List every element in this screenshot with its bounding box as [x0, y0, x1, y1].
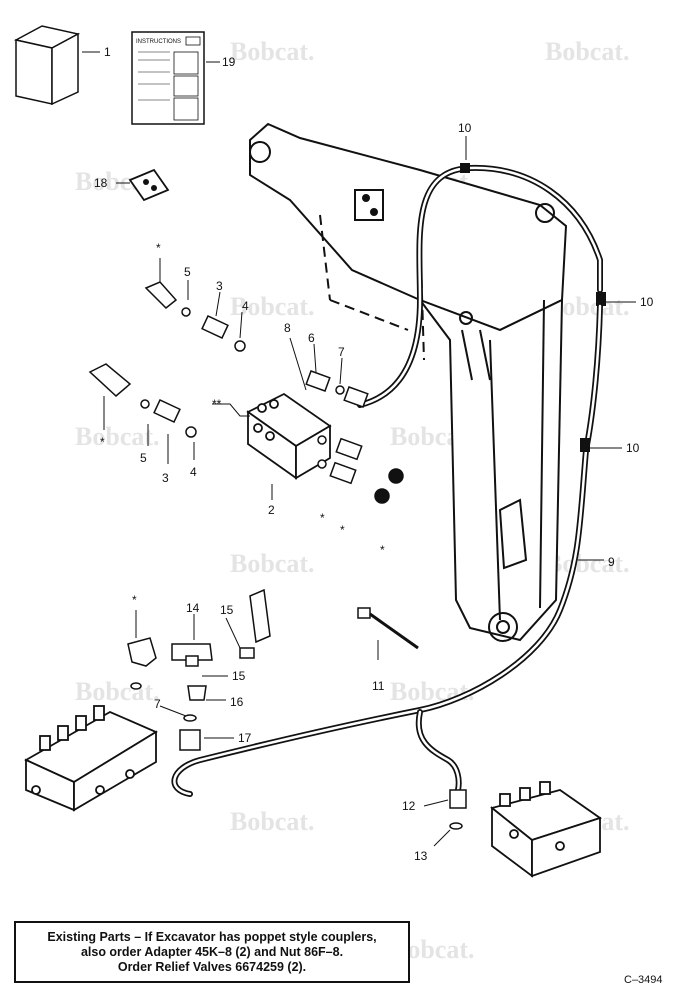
svg-text:Bobcat.: Bobcat.	[230, 37, 315, 66]
star-marker: *	[340, 523, 345, 537]
callout-9: 9	[608, 555, 615, 569]
watermark-logo: Bobcat.	[230, 807, 315, 836]
fittings-valve-12	[449, 789, 467, 830]
callout-7a: 7	[338, 345, 345, 359]
svg-text:Bobcat.: Bobcat.	[390, 677, 475, 706]
fittings-lower	[127, 588, 271, 751]
svg-text:Bobcat.: Bobcat.	[75, 422, 160, 451]
note-line-1: Existing Parts – If Excavator has poppet…	[47, 929, 377, 944]
callout-10c: 10	[626, 441, 640, 455]
part-cable-tie	[357, 607, 419, 650]
svg-text:Bobcat.: Bobcat.	[230, 807, 315, 836]
callout-14: 14	[186, 601, 200, 615]
part-box	[13, 25, 81, 106]
watermark-logo: Bobcat.	[230, 549, 315, 578]
part-clip	[128, 168, 170, 202]
callout-18: 18	[94, 176, 108, 190]
star-marker: *	[100, 435, 105, 449]
watermark-logo: Bobcat.	[545, 549, 630, 578]
watermark-logo: Bobcat.	[230, 37, 315, 66]
callout-3b: 3	[162, 471, 169, 485]
svg-text:Bobcat.: Bobcat.	[545, 549, 630, 578]
callout-13: 13	[414, 849, 428, 863]
callout-17: 17	[238, 731, 252, 745]
excavator-arm	[249, 122, 568, 642]
watermark-logo: Bobcat.	[75, 422, 160, 451]
callout-7b: 7	[154, 697, 161, 711]
note-line-2: also order Adapter 45K–8 (2) and Nut 86F…	[80, 944, 344, 959]
callout-double-star: **	[212, 397, 222, 411]
svg-text:Bobcat.: Bobcat.	[545, 37, 630, 66]
hose-branch	[415, 709, 462, 793]
note-box: Existing Parts – If Excavator has poppet…	[14, 921, 410, 983]
callout-15a: 15	[220, 603, 234, 617]
svg-text:Bobcat.: Bobcat.	[75, 677, 160, 706]
callout-8: 8	[284, 321, 291, 335]
svg-text:INSTRUCTIONS: INSTRUCTIONS	[136, 39, 181, 45]
callout-12: 12	[402, 799, 416, 813]
watermark-logo: Bobcat.	[390, 677, 475, 706]
fittings-upper	[88, 281, 369, 438]
svg-text:Bobcat.: Bobcat.	[230, 292, 315, 321]
watermark-logo: Bobcat.	[545, 37, 630, 66]
callout-3a: 3	[216, 279, 223, 293]
star-marker: *	[380, 543, 385, 557]
callout-4a: 4	[242, 299, 249, 313]
note-line-3: Order Relief Valves 6674259 (2).	[117, 959, 307, 974]
callout-1: 1	[104, 45, 111, 59]
watermark-logo: Bobcat.	[75, 677, 160, 706]
part-instructions-sheet: INSTRUCTIONS	[131, 31, 205, 125]
watermark-logo: Bobcat.	[230, 292, 315, 321]
callout-11: 11	[372, 679, 385, 693]
callout-10a: 10	[458, 121, 472, 135]
star-marker: *	[132, 593, 137, 607]
figure-code: C–3494	[624, 974, 663, 986]
callout-5a: 5	[184, 265, 191, 279]
callout-2: 2	[268, 503, 275, 517]
part-control-valve-right	[490, 781, 602, 878]
star-marker: *	[320, 511, 325, 525]
callout-19: 19	[222, 55, 236, 69]
svg-text:Bobcat.: Bobcat.	[230, 549, 315, 578]
fittings-block-right	[317, 435, 404, 504]
callout-4b: 4	[190, 465, 197, 479]
callout-15b: 15	[232, 669, 246, 683]
callout-10b: 10	[640, 295, 654, 309]
callout-16: 16	[230, 695, 244, 709]
callout-5b: 5	[140, 451, 147, 465]
star-marker: *	[156, 241, 161, 255]
part-control-valve-left	[24, 705, 158, 812]
callout-6: 6	[308, 331, 315, 345]
